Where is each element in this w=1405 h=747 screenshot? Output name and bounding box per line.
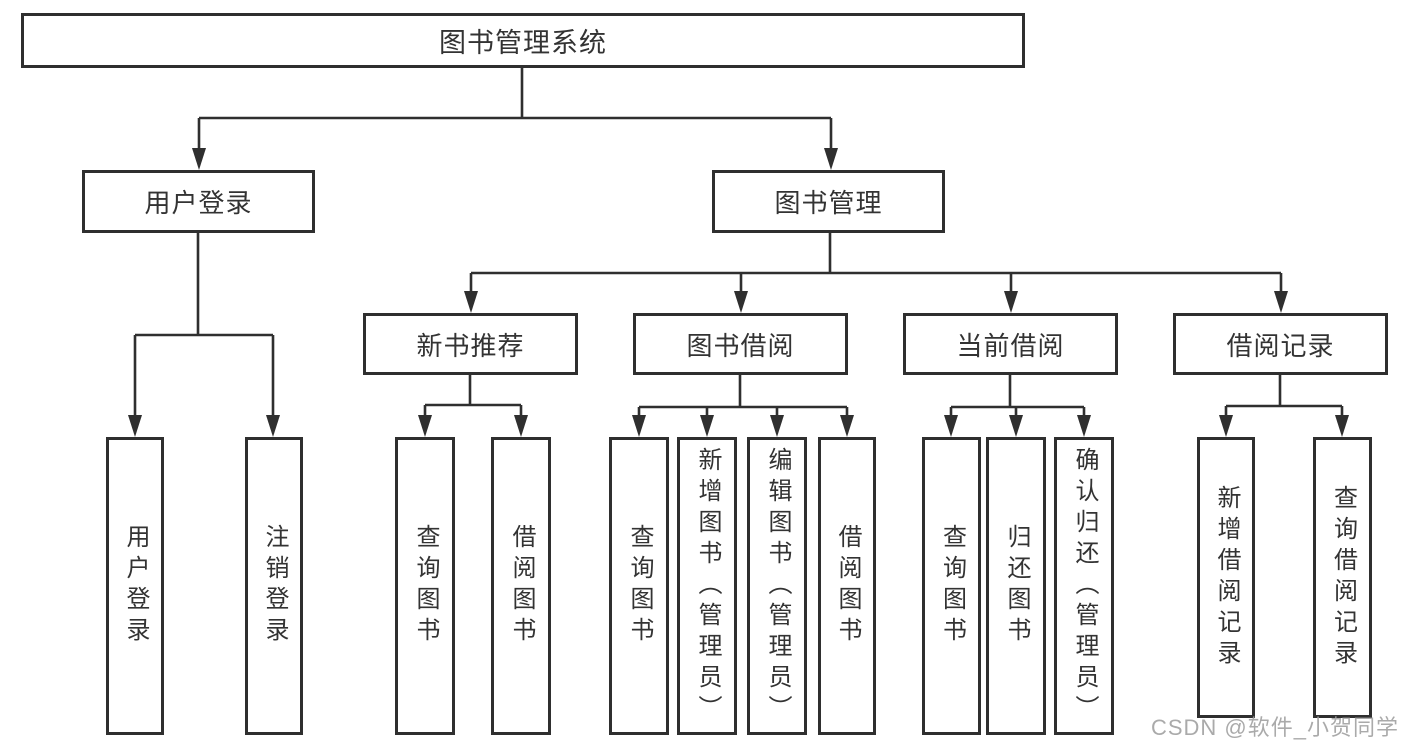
node-new-book-recommend: 新书推荐 [363,313,578,375]
leaf-add-borrow-record-label: 新增借阅记录 [1213,484,1240,671]
leaf-recommend-query-books-label: 查询图书 [412,524,439,648]
leaf-current-query-books: 查询图书 [922,437,981,735]
leaf-current-query-books-label: 查询图书 [938,524,966,648]
leaf-borrowing-query-books-label: 查询图书 [626,524,653,648]
node-borrowing-records: 借阅记录 [1173,313,1388,375]
leaf-query-borrow-record-label: 查询借阅记录 [1329,484,1357,671]
leaf-borrowing-borrow-books-label: 借阅图书 [834,524,861,648]
leaf-recommend-borrow-books-label: 借阅图书 [508,524,535,648]
leaf-return-books-label: 归还图书 [1003,524,1030,648]
leaf-recommend-query-books: 查询图书 [395,437,455,735]
node-book-borrowing: 图书借阅 [633,313,848,375]
leaf-return-books: 归还图书 [986,437,1046,735]
leaf-user-login-label: 用户登录 [122,524,149,648]
leaf-add-book-admin-label: 新增图书（管理员） [694,446,721,726]
node-book-management-label: 图书管理 [774,188,883,218]
leaf-confirm-return-admin-label: 确认归还（管理员） [1071,446,1098,726]
csdn-watermark: CSDN @软件_小贺同学 [1150,715,1399,740]
node-user-login-label: 用户登录 [144,188,253,218]
leaf-borrowing-query-books: 查询图书 [609,437,669,735]
leaf-logout: 注销登录 [245,437,303,735]
node-current-borrowing-label: 当前借阅 [956,330,1065,361]
leaf-add-book-admin: 新增图书（管理员） [677,437,737,735]
leaf-query-borrow-record: 查询借阅记录 [1313,437,1372,718]
leaf-recommend-borrow-books: 借阅图书 [491,437,551,735]
node-root-label: 图书管理系统 [439,28,607,58]
node-book-management: 图书管理 [712,170,945,233]
node-user-login: 用户登录 [82,170,315,233]
node-root-system: 图书管理系统 [21,13,1025,68]
leaf-add-borrow-record: 新增借阅记录 [1197,437,1255,718]
node-borrowing-records-label: 借阅记录 [1226,330,1335,361]
node-new-book-recommend-label: 新书推荐 [416,330,525,361]
leaf-user-login: 用户登录 [106,437,164,735]
leaf-edit-book-admin-label: 编辑图书（管理员） [764,446,791,726]
leaf-borrowing-borrow-books: 借阅图书 [818,437,876,735]
node-current-borrowing: 当前借阅 [903,313,1118,375]
leaf-logout-label: 注销登录 [261,524,288,648]
leaf-confirm-return-admin: 确认归还（管理员） [1054,437,1114,735]
leaf-edit-book-admin: 编辑图书（管理员） [747,437,807,735]
node-book-borrowing-label: 图书借阅 [686,330,795,361]
